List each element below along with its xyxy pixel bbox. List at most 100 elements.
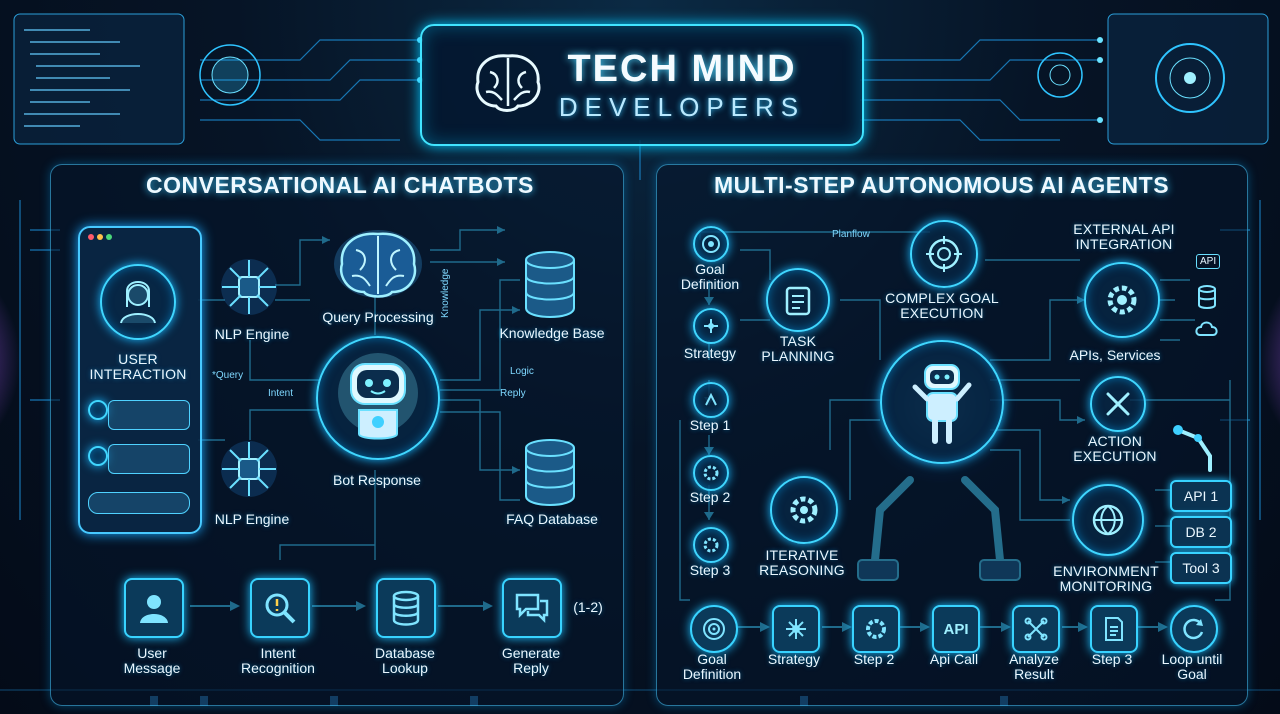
analyze-icon bbox=[1024, 617, 1048, 641]
api-integration-circle bbox=[1084, 262, 1160, 338]
step1-icon-circle bbox=[693, 382, 729, 418]
step2-tile bbox=[852, 605, 900, 653]
chat-input[interactable] bbox=[88, 492, 190, 514]
database-lookup-tile bbox=[376, 578, 436, 638]
step-strategy-label: Strategy bbox=[767, 651, 821, 667]
brain-logo-icon bbox=[475, 54, 541, 112]
database-icon bbox=[392, 590, 420, 626]
api-icon: API bbox=[943, 620, 969, 638]
gear-icon bbox=[703, 465, 719, 481]
branch-icon bbox=[705, 392, 717, 406]
environment-monitoring-label: ENVIRONMENT MONITORING bbox=[1053, 563, 1159, 594]
window-dots-icon bbox=[88, 234, 112, 240]
chatbot-panel-title: CONVERSATIONAL AI CHATBOTS bbox=[146, 172, 534, 198]
gear-icon bbox=[1107, 285, 1137, 315]
chip-icon bbox=[221, 441, 277, 497]
api-badge: API bbox=[1196, 254, 1221, 269]
goal-icon-circle bbox=[693, 226, 729, 262]
flow-label-intent: Intent bbox=[268, 388, 294, 399]
apis-services-label: APIs, Services bbox=[1069, 347, 1161, 363]
external-api-label: EXTERNAL API INTEGRATION bbox=[1073, 221, 1175, 252]
timing-label: (1-2) bbox=[573, 599, 603, 615]
environment-monitoring-circle bbox=[1072, 484, 1144, 556]
user-icon bbox=[140, 595, 168, 623]
step-goal-definition-label: Goal Definition bbox=[682, 651, 742, 682]
database-icon bbox=[1198, 285, 1216, 309]
step-intent-recognition-label: Intent Recognition bbox=[241, 645, 315, 676]
step1-label: Step 1 bbox=[689, 417, 731, 433]
query-processing-label: Query Processing bbox=[322, 309, 434, 325]
tag-tool-3: Tool 3 bbox=[1170, 552, 1232, 584]
action-execution-label: ACTION EXECUTION bbox=[1073, 433, 1157, 464]
robot-icon bbox=[912, 364, 972, 444]
target-icon bbox=[703, 618, 725, 640]
strategy-icon-circle bbox=[693, 308, 729, 344]
cloud-icon bbox=[1195, 321, 1218, 336]
database-icon bbox=[525, 439, 575, 506]
step-user-message-label: User Message bbox=[123, 645, 181, 676]
api-call-tile: API bbox=[932, 605, 980, 653]
gear-icon bbox=[790, 496, 818, 524]
step2-label: Step 2 bbox=[689, 489, 731, 505]
step-step3-label: Step 3 bbox=[1091, 651, 1133, 667]
bot-core bbox=[316, 336, 440, 460]
nlp-engine-top-label: NLP Engine bbox=[214, 326, 290, 342]
faq-database-label: FAQ Database bbox=[506, 511, 598, 527]
document-icon bbox=[1105, 617, 1123, 641]
generate-reply-tile bbox=[502, 578, 562, 638]
chat-bubble-1 bbox=[108, 400, 190, 430]
iterative-reasoning-label: ITERATIVE REASONING bbox=[759, 547, 845, 578]
user-message-tile bbox=[124, 578, 184, 638]
step3-tile bbox=[1090, 605, 1138, 653]
goal-definition-label: Goal Definition bbox=[680, 261, 740, 292]
loop-icon bbox=[1183, 618, 1204, 640]
page-subtitle: DEVELOPERS bbox=[558, 92, 806, 122]
action-execution-circle bbox=[1090, 376, 1146, 432]
chat-avatar-2 bbox=[88, 446, 108, 466]
chat-phone: USER INTERACTION bbox=[78, 226, 202, 534]
network-icon bbox=[704, 319, 718, 333]
user-avatar bbox=[100, 264, 176, 340]
nlp-engine-bottom-label: NLP Engine bbox=[214, 511, 290, 527]
page-title: TECH MIND bbox=[567, 48, 797, 90]
clipboard-icon bbox=[785, 286, 811, 316]
step2-icon-circle bbox=[693, 455, 729, 491]
knowledge-base-label: Knowledge Base bbox=[499, 325, 605, 341]
step3-label: Step 3 bbox=[689, 562, 731, 578]
strategy-tile bbox=[772, 605, 820, 653]
intent-recognition-tile bbox=[250, 578, 310, 638]
iterative-reasoning-circle bbox=[770, 476, 838, 544]
analyze-result-tile bbox=[1012, 605, 1060, 653]
step3-icon-circle bbox=[693, 527, 729, 563]
tag-api-1: API 1 bbox=[1170, 480, 1232, 512]
chat-bubble-2 bbox=[108, 444, 190, 474]
strategy-label: Strategy bbox=[683, 345, 737, 361]
bot-response-label: Bot Response bbox=[333, 472, 421, 488]
tag-db-2: DB 2 bbox=[1170, 516, 1232, 548]
step-step2-label: Step 2 bbox=[853, 651, 895, 667]
title-banner: TECH MIND DEVELOPERS bbox=[420, 24, 864, 146]
magnifier-icon bbox=[265, 593, 296, 624]
flow-label-logic: Logic bbox=[510, 366, 534, 377]
planflow-label: Planflow bbox=[832, 229, 870, 240]
database-icon bbox=[525, 251, 575, 318]
agents-panel-title: MULTI-STEP AUTONOMOUS AI AGENTS bbox=[714, 172, 1170, 198]
step-analyze-result-label: Analyze Result bbox=[1009, 651, 1059, 682]
flow-label-reply: Reply bbox=[500, 388, 526, 399]
flow-label-query: *Query bbox=[212, 370, 244, 381]
step-generate-reply-label: Generate Reply bbox=[501, 645, 561, 676]
gear-icon bbox=[866, 619, 886, 639]
chip-icon bbox=[221, 259, 277, 315]
robot-arm-icon bbox=[1173, 425, 1212, 472]
target-icon bbox=[702, 235, 720, 253]
complex-goal-label: COMPLEX GOAL EXECUTION bbox=[885, 290, 999, 321]
chat-avatar-1 bbox=[88, 400, 108, 420]
goal-definition-tile bbox=[690, 605, 738, 653]
female-user-icon bbox=[120, 281, 156, 324]
robot-icon bbox=[338, 353, 418, 440]
gear-icon bbox=[703, 537, 719, 553]
network-icon bbox=[786, 619, 806, 639]
flow-label-knowledge: Knowledge bbox=[440, 268, 451, 318]
globe-icon bbox=[1092, 504, 1124, 536]
task-planning-circle bbox=[766, 268, 830, 332]
